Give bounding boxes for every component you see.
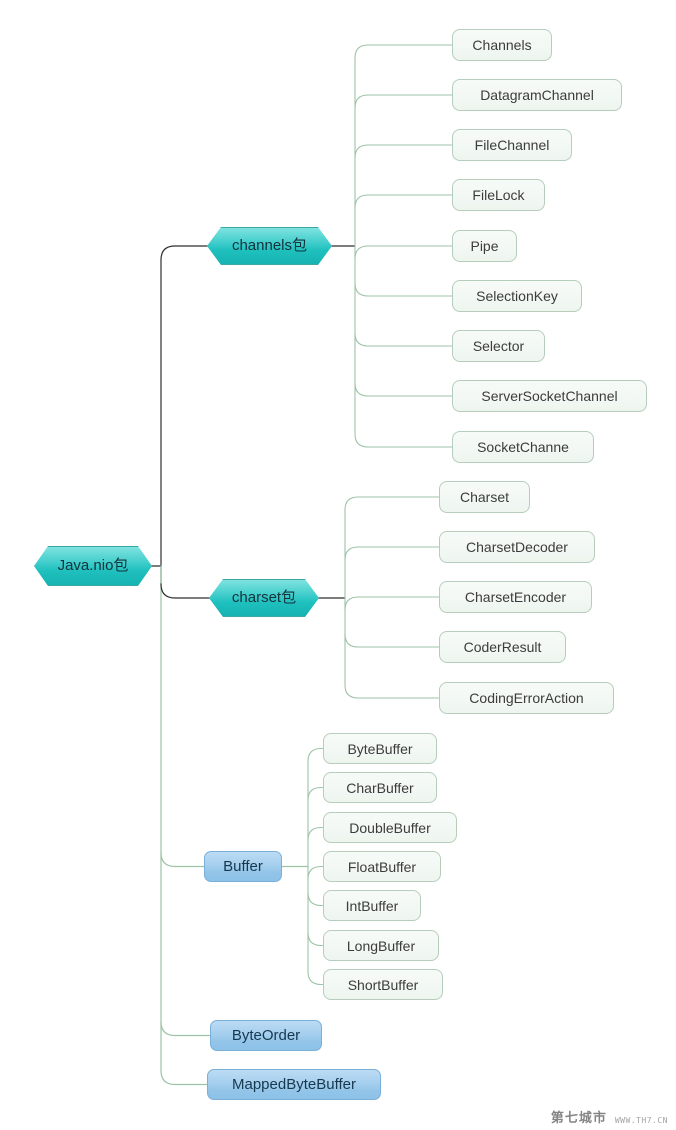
leaf-node-label: Channels bbox=[472, 37, 532, 53]
connector-line bbox=[160, 245, 208, 261]
connector-line bbox=[307, 970, 324, 986]
connector-line bbox=[354, 144, 453, 159]
branch-node-label: MappedByteBuffer bbox=[232, 1076, 356, 1093]
leaf-node-label: ShortBuffer bbox=[347, 976, 419, 993]
connector-line bbox=[160, 583, 210, 599]
leaf-node[interactable]: ByteBuffer bbox=[323, 733, 437, 764]
leaf-node-label: DatagramChannel bbox=[480, 87, 594, 103]
leaf-node-label: Charset bbox=[459, 489, 510, 505]
connector-line bbox=[354, 94, 453, 109]
leaf-node[interactable]: IntBuffer bbox=[323, 890, 421, 921]
leaf-node-label: FloatBuffer bbox=[347, 858, 417, 875]
leaf-node[interactable]: Channels bbox=[452, 29, 552, 61]
leaf-node-label: ByteBuffer bbox=[347, 740, 413, 757]
root-node-label: Java.nio包 bbox=[57, 556, 129, 574]
leaf-node-label: CodingErrorAction bbox=[469, 690, 584, 706]
leaf-node[interactable]: Charset bbox=[439, 481, 530, 513]
leaf-node-label: SocketChanne bbox=[477, 439, 569, 455]
leaf-node[interactable]: FileLock bbox=[452, 179, 545, 211]
leaf-node-label: CoderResult bbox=[463, 639, 542, 655]
leaf-node-label: CharsetEncoder bbox=[464, 589, 567, 605]
connector-line bbox=[344, 684, 440, 699]
leaf-node[interactable]: DatagramChannel bbox=[452, 79, 622, 111]
leaf-node-label: ServerSocketChannel bbox=[481, 388, 618, 404]
leaf-node[interactable]: FileChannel bbox=[452, 129, 572, 161]
leaf-node[interactable]: Selector bbox=[452, 330, 545, 362]
connector-line bbox=[307, 891, 324, 907]
watermark-site-name: 第七城市 bbox=[550, 1111, 607, 1126]
branch-node-label: Buffer bbox=[223, 858, 263, 875]
branch-node-label: ByteOrder bbox=[231, 1027, 301, 1044]
branch-node-byteorder[interactable]: ByteOrder bbox=[210, 1020, 322, 1051]
watermark: 第七城市 WWW.TH7.CN bbox=[551, 1107, 668, 1126]
connector-line bbox=[354, 433, 453, 448]
connector-line bbox=[354, 194, 453, 209]
leaf-node[interactable]: CodingErrorAction bbox=[439, 682, 614, 714]
leaf-node[interactable]: CharsetEncoder bbox=[439, 581, 592, 613]
leaf-node-label: Pipe bbox=[470, 238, 499, 254]
leaf-node[interactable]: CharsetDecoder bbox=[439, 531, 595, 563]
leaf-node-label: DoubleBuffer bbox=[349, 819, 431, 836]
leaf-node[interactable]: CoderResult bbox=[439, 631, 566, 663]
leaf-node[interactable]: ServerSocketChannel bbox=[452, 380, 647, 412]
leaf-node[interactable]: CharBuffer bbox=[323, 772, 437, 803]
connector-line bbox=[307, 747, 324, 763]
leaf-node-label: IntBuffer bbox=[345, 897, 399, 914]
branch-node-charset[interactable]: charset包 bbox=[209, 579, 319, 617]
leaf-node[interactable]: FloatBuffer bbox=[323, 851, 441, 882]
connector-line bbox=[307, 826, 324, 842]
branch-node-buffer[interactable]: Buffer bbox=[204, 851, 282, 882]
leaf-node-label: CharBuffer bbox=[346, 779, 414, 796]
leaf-node[interactable]: DoubleBuffer bbox=[323, 812, 457, 843]
connector-line bbox=[344, 546, 440, 561]
leaf-node[interactable]: ShortBuffer bbox=[323, 969, 443, 1000]
leaf-node-label: FileChannel bbox=[474, 137, 550, 153]
branch-node-label: charset包 bbox=[231, 588, 297, 606]
connector-line bbox=[344, 596, 440, 611]
connector-line bbox=[354, 382, 453, 397]
connector-line bbox=[344, 496, 440, 511]
leaf-node[interactable]: SelectionKey bbox=[452, 280, 582, 312]
connector-line bbox=[307, 786, 324, 802]
connector-line bbox=[354, 332, 453, 347]
watermark-url: WWW.TH7.CN bbox=[614, 1116, 668, 1125]
branch-node-mappedbytebuffer[interactable]: MappedByteBuffer bbox=[207, 1069, 381, 1100]
leaf-node[interactable]: LongBuffer bbox=[323, 930, 439, 961]
leaf-node-label: Selector bbox=[472, 338, 525, 354]
leaf-node-label: FileLock bbox=[472, 187, 525, 203]
leaf-node[interactable]: Pipe bbox=[452, 230, 517, 262]
connector-line bbox=[160, 1069, 208, 1086]
leaf-node[interactable]: SocketChanne bbox=[452, 431, 594, 463]
connector-line bbox=[354, 282, 453, 297]
connector-line bbox=[307, 865, 324, 881]
leaf-node-label: SelectionKey bbox=[476, 288, 558, 304]
branch-node-label: channels包 bbox=[231, 236, 308, 254]
connector-line bbox=[354, 245, 453, 260]
connector-line bbox=[307, 931, 324, 947]
branch-node-channels[interactable]: channels包 bbox=[207, 227, 332, 265]
leaf-node-label: LongBuffer bbox=[346, 937, 416, 954]
connector-line bbox=[354, 44, 453, 59]
connector-line bbox=[160, 1020, 211, 1037]
connector-line bbox=[344, 633, 440, 648]
root-node-java-nio[interactable]: Java.nio包 bbox=[34, 546, 152, 586]
connector-line bbox=[160, 851, 205, 868]
leaf-node-label: CharsetDecoder bbox=[466, 539, 568, 555]
